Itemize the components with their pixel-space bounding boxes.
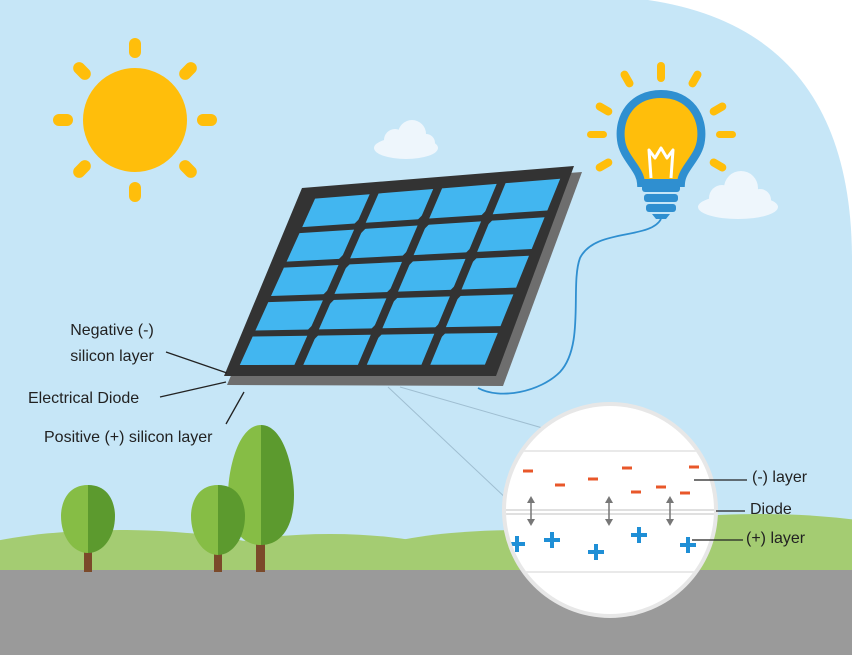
negative-charge-icon [631, 490, 641, 494]
solar-cell [303, 334, 371, 365]
solar-cell [318, 298, 387, 330]
negative-charge-icon [588, 477, 598, 481]
lightbulb-icon [587, 62, 736, 219]
sun-icon [53, 38, 217, 202]
diode-label: Electrical Diode [28, 390, 140, 407]
zoom-diode-label: Diode [750, 501, 792, 518]
zoom-positive-layer-label: (+) layer [746, 530, 806, 547]
cell-junction [351, 218, 368, 235]
double-arrow-icon [605, 496, 613, 526]
solar-cell [477, 217, 545, 252]
solar-cell [398, 258, 466, 292]
cell-junction [399, 250, 416, 267]
tree-icon [191, 485, 245, 572]
negative-charge-icon [689, 465, 699, 469]
positive-charge-icon [588, 544, 604, 560]
cell-junction [447, 284, 464, 301]
positive-layer-label: Positive (+) silicon layer [44, 429, 213, 446]
zoom-pointer-lines [692, 479, 747, 541]
solar-cell [255, 300, 323, 331]
negative-charge-icon [555, 483, 565, 487]
cell-junction [478, 209, 495, 226]
solar-cell [382, 296, 450, 329]
ground [0, 570, 852, 655]
solar-cell [365, 189, 434, 223]
pointer-lines [159, 351, 245, 425]
wire [477, 218, 662, 395]
negative-charge-icon [523, 469, 533, 473]
solar-cell [239, 335, 308, 365]
tree-icon [228, 425, 294, 572]
cell-junction [432, 322, 449, 339]
negative-layer-label-line2: silicon layer [70, 348, 154, 365]
positive-charge-icon [509, 536, 525, 552]
solar-cell [492, 178, 561, 215]
solar-cell [286, 229, 355, 262]
solar-panel-icon [224, 166, 582, 386]
negative-charge-icon [622, 466, 632, 470]
cloud-icon [698, 171, 778, 219]
positive-charge-icon [631, 527, 647, 543]
cloud-icon [374, 120, 438, 159]
cell-junction [368, 323, 385, 340]
solar-cell [350, 225, 418, 259]
solar-cell [271, 264, 339, 297]
solar-cell [302, 194, 370, 228]
positive-charge-icon [680, 537, 696, 553]
solar-cell [429, 183, 497, 219]
cell-junction [463, 247, 480, 264]
negative-charge-icon [656, 485, 666, 489]
solar-cell [430, 332, 498, 365]
cell-junction [305, 324, 322, 341]
cell-junction [320, 289, 337, 306]
solar-cell [334, 261, 402, 294]
double-arrow-icon [527, 496, 535, 526]
tree-icon [61, 485, 115, 572]
cell-junction [384, 287, 401, 303]
positive-charge-icon [544, 532, 560, 548]
zoom-guide-lines [387, 386, 561, 503]
solar-cell [413, 221, 482, 256]
negative-layer-label-line1: Negative (-) [70, 322, 154, 339]
cell-junction [336, 253, 353, 270]
solar-cell [461, 255, 529, 290]
zoom-circle [502, 402, 718, 618]
solar-cell [445, 294, 514, 328]
cell-junction [415, 214, 432, 230]
negative-charge-icon [680, 491, 690, 495]
solar-cell [366, 333, 435, 365]
double-arrow-icon [666, 496, 674, 526]
zoom-negative-layer-label: (-) layer [752, 469, 808, 486]
